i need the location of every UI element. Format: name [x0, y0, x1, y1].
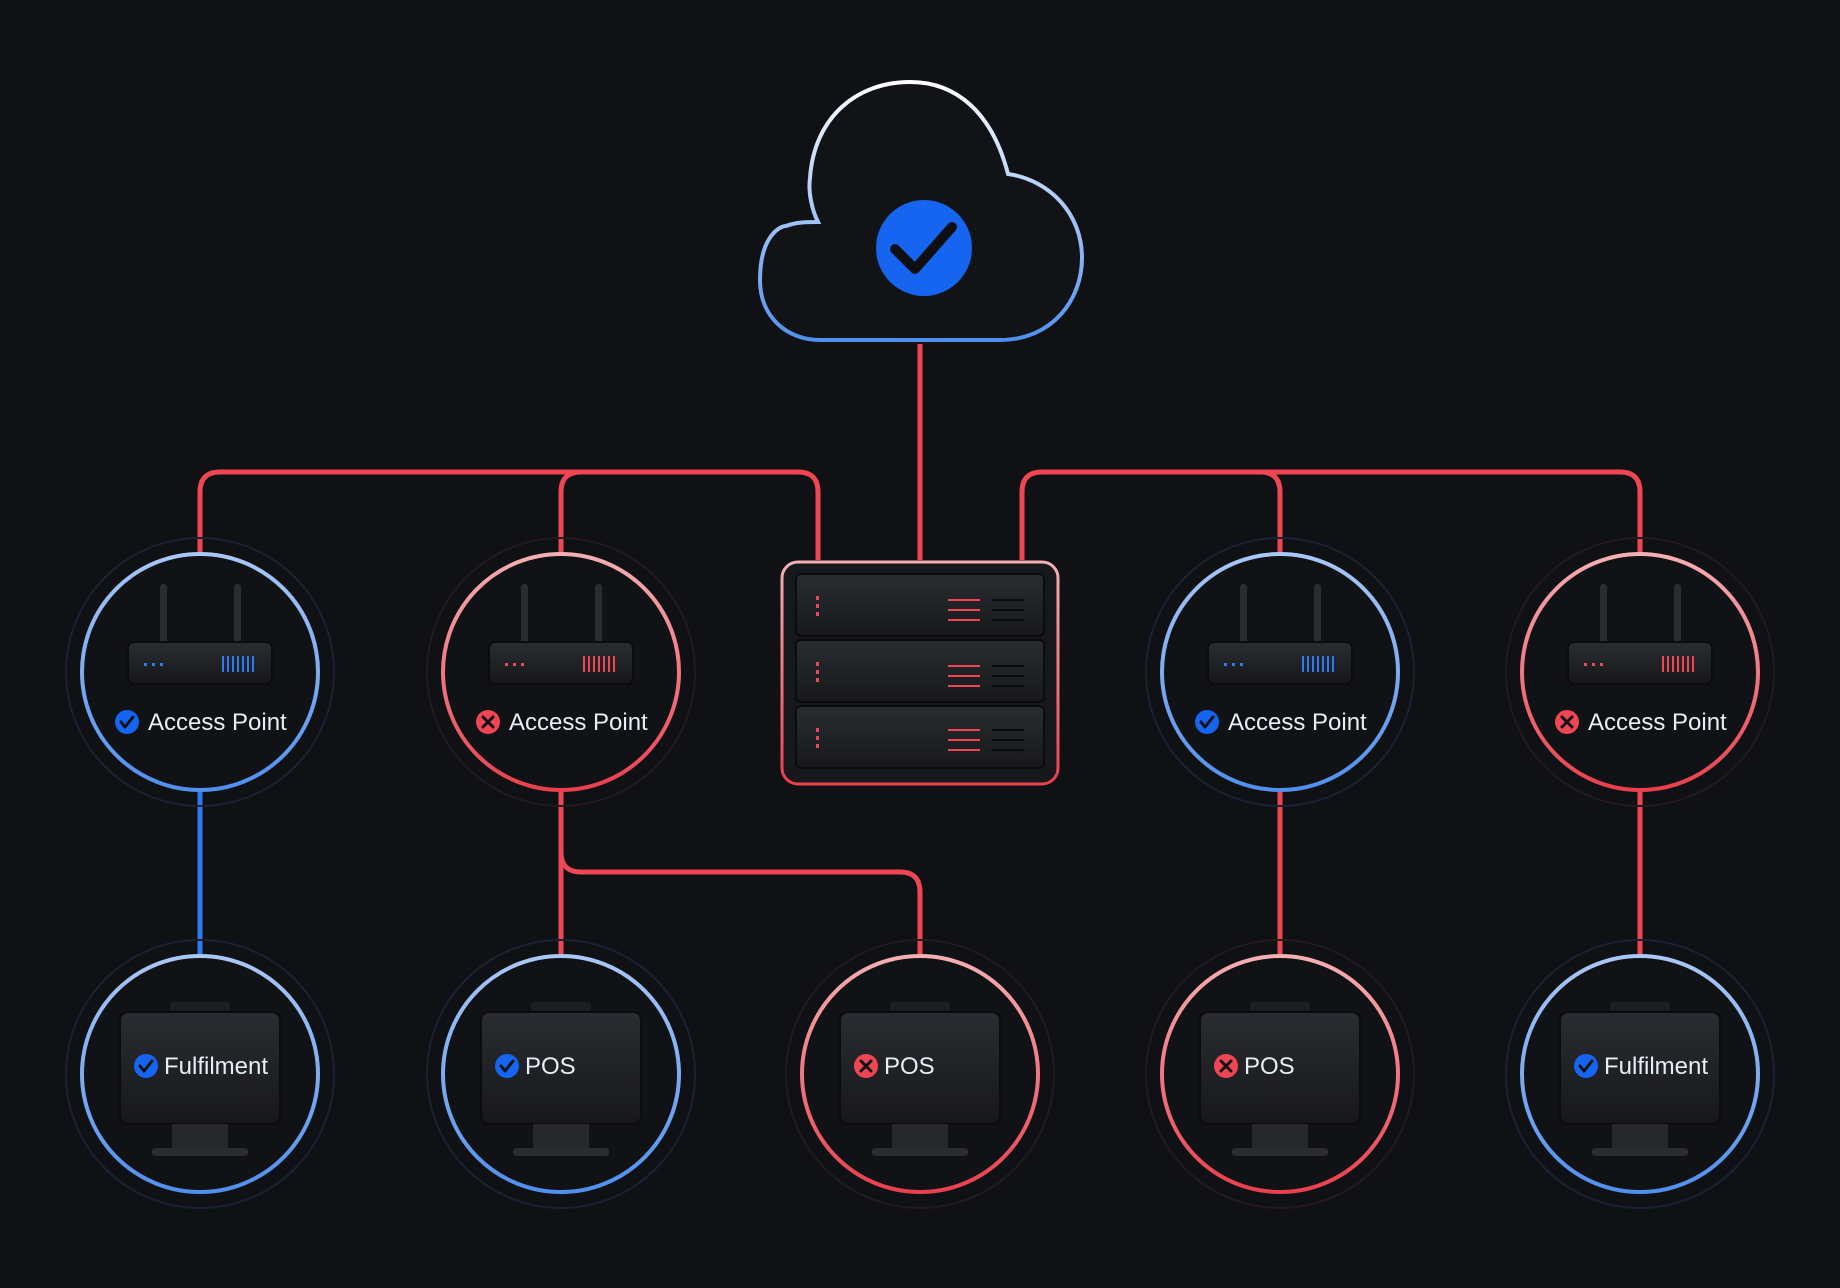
check-badge-icon: [1574, 1054, 1598, 1078]
node-halo: [1505, 537, 1775, 807]
monitor-icon: [839, 1002, 1001, 1156]
error-badge-icon: [476, 710, 500, 734]
check-badge-icon: [115, 710, 139, 734]
monitor-icon: [1559, 1002, 1721, 1156]
node-halo: [426, 939, 696, 1209]
access-point-node[interactable]: Access Point: [426, 537, 696, 807]
access-point-label: Access Point: [509, 709, 648, 736]
terminal-node[interactable]: Fulfilment: [65, 939, 335, 1209]
error-badge-icon: [1555, 710, 1579, 734]
access-point-node[interactable]: Access Point: [1145, 537, 1415, 807]
error-badge-icon: [854, 1054, 878, 1078]
node-halo: [1505, 939, 1775, 1209]
terminal-node[interactable]: POS: [1145, 939, 1415, 1209]
access-point-node[interactable]: Access Point: [1505, 537, 1775, 807]
server-to-ap2-link: [558, 469, 700, 554]
terminal-label: POS: [1244, 1053, 1295, 1080]
access-point-label: Access Point: [148, 709, 287, 736]
error-badge-icon: [1214, 1054, 1238, 1078]
node-halo: [65, 939, 335, 1209]
node-halo: [65, 537, 335, 807]
monitor-icon: [119, 1002, 281, 1156]
node-halo: [1145, 537, 1415, 807]
access-points: Access Point Access Point Access Point Acce…: [65, 537, 1775, 807]
node-halo: [426, 537, 696, 807]
server-to-ap3-link: [1259, 469, 1283, 554]
router-icon: [488, 584, 634, 685]
checkmark-icon: [876, 200, 972, 296]
monitor-icon: [480, 1002, 642, 1156]
access-point-label: Access Point: [1228, 709, 1367, 736]
router-icon: [127, 584, 273, 685]
ap2-to-pos-error-link: [558, 851, 923, 954]
server-to-ap1-link: [197, 469, 821, 560]
check-badge-icon: [1195, 710, 1219, 734]
terminal-label: Fulfilment: [164, 1053, 268, 1080]
monitor-icon: [1199, 1002, 1361, 1156]
access-point-node[interactable]: Access Point: [65, 537, 335, 807]
router-icon: [1207, 584, 1353, 685]
terminal-node[interactable]: POS: [785, 939, 1055, 1209]
terminal-label: Fulfilment: [1604, 1053, 1708, 1080]
connection-lines: [197, 344, 1643, 954]
access-point-label: Access Point: [1588, 709, 1727, 736]
node-halo: [1145, 939, 1415, 1209]
node-halo: [785, 939, 1055, 1209]
router-icon: [1567, 584, 1713, 685]
terminals: Fulfilment POS POS POS Fulfilment: [65, 939, 1775, 1209]
check-badge-icon: [495, 1054, 519, 1078]
terminal-node[interactable]: POS: [426, 939, 696, 1209]
check-badge-icon: [134, 1054, 158, 1078]
terminal-label: POS: [525, 1053, 576, 1080]
cloud-node[interactable]: [757, 79, 1085, 346]
server-rack-icon: [795, 573, 1045, 769]
server-to-ap3-ap4-link: [1019, 469, 1643, 560]
terminal-label: POS: [884, 1053, 935, 1080]
server-node[interactable]: [780, 560, 1060, 786]
terminal-node[interactable]: Fulfilment: [1505, 939, 1775, 1209]
